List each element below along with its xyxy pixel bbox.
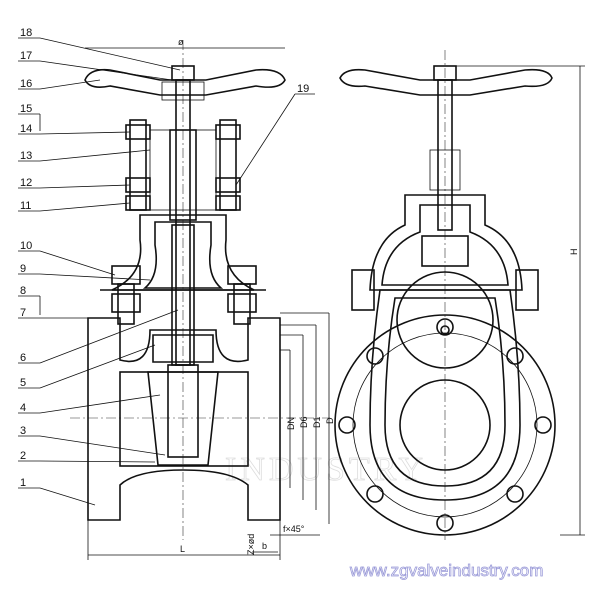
website-watermark: www.zgvalveindustry.com	[349, 561, 543, 580]
part-callouts: 18 17 16 15 14 13 12 11 10 9 8 7 6 5 4 3…	[18, 27, 315, 506]
side-view: H	[334, 50, 585, 540]
dim-d1: D1	[312, 416, 322, 428]
dim-flange-thickness: b	[262, 541, 267, 551]
section-view: ø L DN D6 D1 D Z×ød f×45° b	[70, 37, 335, 560]
dim-d6: D6	[299, 416, 309, 428]
callout-12: 12	[20, 177, 32, 189]
dim-chamfer: f×45°	[283, 524, 305, 534]
callout-17: 17	[20, 50, 32, 62]
dim-handwheel-diameter: ø	[178, 37, 184, 47]
handwheel	[84, 68, 286, 96]
callout-8: 8	[20, 285, 26, 297]
callout-4: 4	[20, 402, 26, 414]
callout-1: 1	[20, 477, 26, 489]
callout-6: 6	[20, 352, 26, 364]
callout-5: 5	[20, 377, 26, 389]
dim-d: D	[325, 417, 335, 424]
callout-9: 9	[20, 263, 26, 275]
dim-length: L	[180, 544, 185, 554]
callout-10: 10	[20, 240, 32, 252]
callout-2: 2	[20, 450, 26, 462]
callout-14: 14	[20, 123, 32, 135]
callout-11: 11	[20, 200, 31, 212]
dim-bolt-holes: Z×ød	[246, 534, 256, 555]
dim-height: H	[569, 249, 579, 256]
callout-16: 16	[20, 78, 32, 90]
callout-7: 7	[20, 307, 26, 319]
callout-13: 13	[20, 150, 32, 162]
callout-15: 15	[20, 103, 32, 115]
callout-18: 18	[20, 27, 32, 39]
callout-19: 19	[297, 83, 309, 95]
watermark: INDUSTRY	[225, 451, 427, 488]
callout-3: 3	[20, 425, 26, 437]
dim-dn: DN	[286, 417, 296, 430]
